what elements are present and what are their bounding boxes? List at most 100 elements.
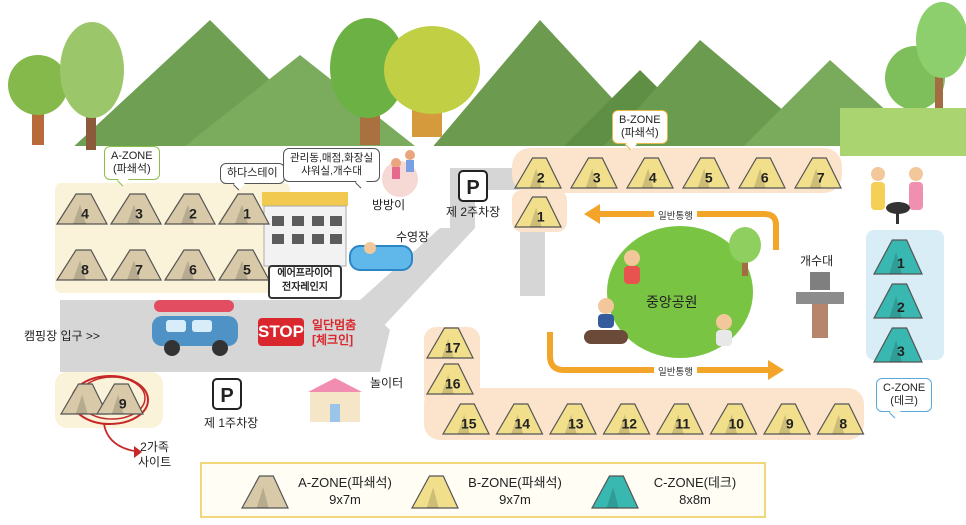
campsite-b-bottom-8: 8 — [816, 403, 865, 435]
site-number: 11 — [675, 416, 690, 432]
zone-c-sub: (데크) — [890, 395, 918, 407]
tent-icon — [602, 403, 651, 435]
site-number: 2 — [897, 299, 905, 315]
airfryer-line2: 전자레인지 — [282, 282, 328, 293]
family-line1: 2가족 — [140, 440, 169, 454]
tent-icon — [625, 157, 674, 189]
site-number: 14 — [514, 416, 530, 432]
central-park-label: 중앙공원 — [646, 294, 698, 310]
tent-icon — [681, 157, 730, 189]
playground-label: 놀이터 — [370, 376, 404, 390]
tent-icon — [410, 475, 459, 509]
parking-1-symbol: P — [220, 385, 233, 407]
office-line2: 샤워실,개수대 — [301, 165, 362, 177]
tent-icon — [816, 403, 865, 435]
campsite-b-top-7: 7 — [793, 157, 842, 189]
campsite-legend-c — [590, 475, 639, 509]
tent-icon — [569, 157, 618, 189]
tent-icon — [163, 193, 216, 225]
tent-icon — [109, 193, 162, 225]
zone-b-bubble: B-ZONE (파쇄석) — [612, 110, 668, 144]
site-number: 3 — [593, 170, 601, 186]
campsite-legend-b — [410, 475, 459, 509]
car-illustration — [152, 300, 238, 356]
legend-a-size: 9x7m — [329, 492, 361, 507]
parking-1-label: 제 1주차장 — [204, 416, 259, 430]
campsite-a-top-4: 4 — [55, 193, 108, 225]
campsite-family-9: 9 — [95, 383, 144, 415]
site-number: 4 — [81, 206, 89, 222]
site-number: 8 — [839, 416, 847, 432]
family-line2: 사이트 — [138, 455, 172, 469]
site-number: 8 — [81, 262, 89, 278]
site-number: 15 — [461, 416, 477, 432]
tent-icon — [495, 403, 544, 435]
tree — [330, 18, 406, 118]
stop-line1: 일단멈춤 — [312, 318, 357, 332]
trampoline-illustration — [382, 150, 418, 197]
campsite-b-bottom-11: 11 — [655, 403, 704, 435]
site-number: 13 — [568, 416, 584, 432]
sink-label: 개수대 — [800, 254, 834, 268]
stop-line2: [체크인] — [312, 333, 354, 347]
zone-b-name: B-ZONE — [619, 114, 661, 126]
pool-illustration — [349, 242, 413, 271]
campsite-a-top-2: 2 — [163, 193, 216, 225]
oneway-arrow-bottom — [547, 332, 770, 373]
zone-a-sub: (파쇄석) — [112, 163, 151, 175]
site-number: 1 — [897, 255, 905, 271]
campsite-c-3: 3 — [872, 327, 923, 363]
campsite-b-bottom-15: 15 — [441, 403, 490, 435]
site-number: 1 — [537, 209, 545, 225]
site-number: 5 — [243, 262, 251, 278]
park-kids-illustration — [584, 250, 732, 346]
office-building — [262, 192, 348, 267]
tent-icon — [425, 327, 474, 359]
campsite-a-bottom-7: 7 — [109, 249, 162, 281]
tent-icon — [655, 403, 704, 435]
tree — [729, 227, 761, 263]
legend-c: C-ZONE(데크) 8x8m — [640, 474, 750, 508]
zone-a-bubble: A-ZONE (파쇄석) — [104, 146, 160, 180]
parking-1-icon: P — [212, 378, 242, 410]
campsite-b-top-4: 4 — [625, 157, 674, 189]
campsite-legend-a — [240, 475, 289, 509]
site-number: 7 — [135, 262, 143, 278]
pool-label: 수영장 — [396, 230, 430, 244]
tent-icon — [513, 157, 562, 189]
site-number: 10 — [728, 416, 744, 432]
bbq-illustration — [871, 167, 923, 224]
site-number: 5 — [705, 170, 713, 186]
legend-a: A-ZONE(파쇄석) 9x7m — [290, 474, 400, 508]
site-number: 9 — [786, 416, 794, 432]
campsite-family-left — [59, 383, 108, 415]
parking-2-symbol: P — [466, 177, 479, 199]
site-number: 6 — [761, 170, 769, 186]
entrance-label: 캠핑장 입구 >> — [24, 329, 100, 343]
campsite-a-bottom-5: 5 — [217, 249, 270, 281]
legend-b: B-ZONE(파쇄석) 9x7m — [460, 474, 570, 508]
tent-icon — [59, 383, 108, 415]
zone-a-name: A-ZONE — [111, 150, 153, 162]
site-number: 6 — [189, 262, 197, 278]
tent-icon — [95, 383, 144, 415]
campsite-c-2: 2 — [872, 283, 923, 319]
central-park-lawn — [607, 226, 753, 358]
campsite-b-bottom-13: 13 — [548, 403, 597, 435]
legend-box — [200, 462, 766, 518]
tent-icon — [240, 475, 289, 509]
tent-icon — [793, 157, 842, 189]
zone-b-sub: (파쇄석) — [620, 127, 659, 139]
tent-icon — [109, 249, 162, 281]
campsite-b-top-5: 5 — [681, 157, 730, 189]
legend-b-size: 9x7m — [499, 492, 531, 507]
site-number: 1 — [243, 206, 251, 222]
hadastay-bubble: 하다스테이 — [220, 163, 285, 184]
family-site-label: 2가족 사이트 — [138, 440, 171, 470]
campsite-b-bottom-10: 10 — [709, 403, 758, 435]
site-number: 12 — [621, 416, 637, 432]
site-number: 4 — [649, 170, 657, 186]
zone-c-bubble: C-ZONE (데크) — [876, 378, 933, 412]
